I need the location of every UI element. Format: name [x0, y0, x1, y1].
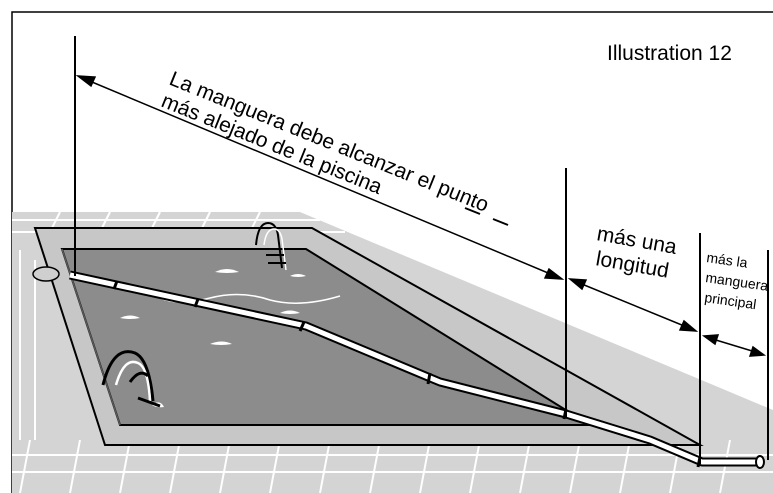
- distance-markers: [74, 36, 769, 464]
- hose-label-line3: principal: [704, 289, 758, 312]
- extra-length-arrow: [567, 278, 699, 332]
- illustration-label: Illustration 12: [607, 42, 732, 65]
- pool-ladder-front: [101, 350, 161, 408]
- skimmer: [32, 266, 60, 282]
- pool-ladder-back: [255, 221, 287, 271]
- main-hose-arrow: [701, 334, 767, 357]
- main-label-line1: La manguera debe alcanzar el punto: [166, 67, 492, 216]
- water-ripples: [120, 269, 306, 408]
- continuation-dashes: [464, 207, 509, 226]
- main-distance-arrow: [75, 75, 565, 280]
- hose-label-line1: más la: [706, 249, 749, 271]
